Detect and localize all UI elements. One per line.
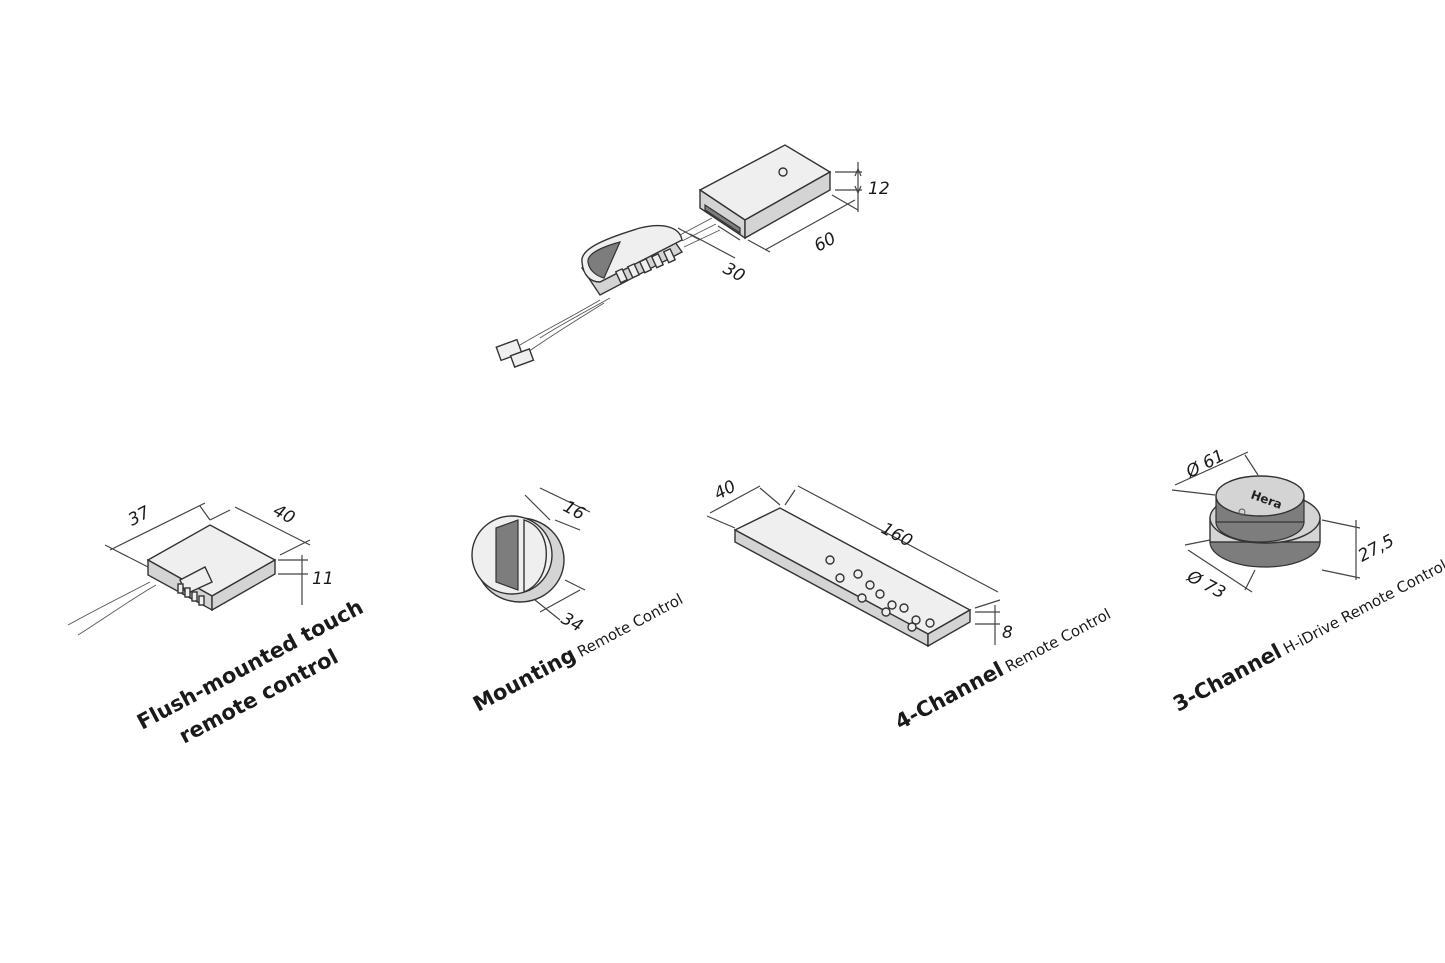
receiver-height-label: 12	[868, 179, 890, 199]
flush-touch-device: 37 40 11 Flush-mounted touch remote cont…	[67, 501, 367, 748]
receiver-length-label: 60	[811, 229, 839, 257]
mounting-caption-bold: Mounting	[469, 642, 580, 716]
plus-button-icon	[881, 607, 891, 617]
status-led-icon	[778, 167, 788, 177]
minus-button-icon	[887, 600, 897, 610]
receiver-box	[698, 144, 832, 240]
three-channel-caption-light: H-iDrive Remote Control	[1280, 556, 1445, 658]
three-channel-device: Hera Ø 61 27,5 Ø 73 3-ChannelH-iDrive Re…	[1169, 446, 1445, 717]
receiver-dim-lines	[677, 162, 862, 259]
flush-touch-dim-h: 11	[312, 569, 334, 589]
three-channel-height-label: 27,5	[1355, 531, 1398, 566]
mounting-diameter-label: 34	[558, 609, 586, 637]
four-channel-buttons	[825, 555, 935, 632]
four-channel-height-label: 8	[1002, 623, 1013, 643]
mounting-caption: MountingRemote Control	[469, 586, 686, 717]
three-channel-top-diameter: Ø 61	[1182, 446, 1228, 483]
mounting-slot-left	[495, 519, 519, 591]
channel-button-icon	[853, 569, 863, 579]
plus-button-icon	[907, 622, 917, 632]
flush-touch-dim-lines	[104, 502, 311, 605]
four-channel-width-label: 40	[711, 477, 739, 505]
four-channel-caption-bold: 4-Channel	[891, 657, 1008, 734]
plus-button-icon	[857, 593, 867, 603]
connector-plug	[495, 338, 535, 368]
channel-button-icon	[899, 603, 909, 613]
mounting-slot-right	[523, 519, 547, 594]
mounting-device: 16 34 MountingRemote Control	[469, 487, 686, 717]
mounting-caption-light: Remote Control	[574, 590, 686, 661]
receiver-unit: 12 60 30	[495, 144, 890, 368]
flush-touch-port	[179, 566, 213, 595]
receiver-width-label: 30	[720, 259, 748, 287]
four-channel-device: 40 160 8 4-ChannelRemote Control	[706, 477, 1114, 734]
flush-touch-dim-a: 37	[125, 503, 154, 531]
junction-ports	[614, 247, 677, 284]
channel-button-icon	[875, 589, 885, 599]
three-channel-dim-lines	[1171, 451, 1361, 593]
four-channel-caption-light: Remote Control	[1002, 605, 1114, 676]
power-icon	[1238, 508, 1246, 516]
flush-touch-terminals	[177, 583, 205, 606]
power-button-icon	[825, 555, 835, 565]
four-channel-dim-lines	[706, 485, 1001, 645]
plus-button-icon	[835, 573, 845, 583]
mounting-depth-label: 16	[560, 497, 589, 525]
minus-button-icon	[865, 580, 875, 590]
junction-box	[580, 224, 684, 296]
minus-button-icon	[911, 615, 921, 625]
four-channel-length-label: 160	[878, 519, 916, 552]
channel-button-icon	[925, 618, 935, 628]
three-channel-caption-bold: 3-Channel	[1169, 639, 1286, 716]
flush-touch-dim-b: 40	[270, 501, 298, 529]
mounting-dim-lines	[524, 487, 591, 621]
